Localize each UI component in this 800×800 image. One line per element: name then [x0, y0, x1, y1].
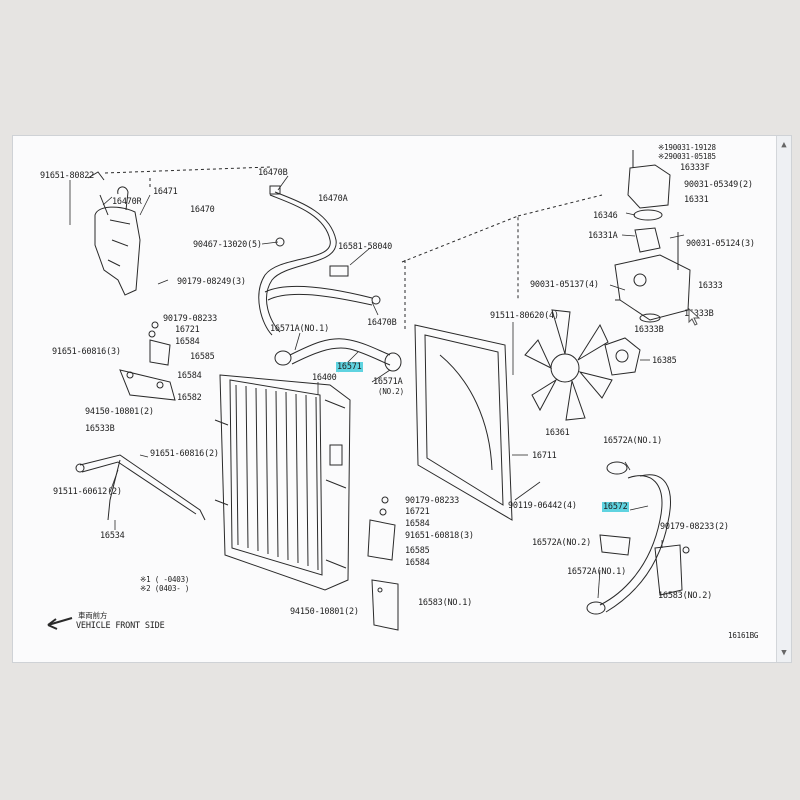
cooling-fan-drawing [524, 309, 613, 421]
scroll-up-icon[interactable]: ▲ [781, 140, 787, 150]
part-label: 16331 [684, 195, 709, 205]
part-label: 16346 [593, 211, 618, 221]
overflow-hose-drawing [258, 185, 381, 336]
part-label: 16584 [177, 371, 202, 381]
water-inlet-drawing [614, 150, 691, 323]
lower-hose-drawing [586, 461, 671, 615]
ref-marker: ※1 [658, 143, 669, 152]
part-label: 16572A(NO.1) [567, 567, 627, 577]
part-label: 91511-80620(4) [490, 311, 559, 321]
part-label: 16470R [112, 197, 142, 207]
part-label: ※190031-19128 [658, 143, 716, 153]
part-label: 90031-05349(2) [684, 180, 753, 190]
part-label-highlighted[interactable]: 16572 [602, 502, 629, 512]
vehicle-front-label: VEHICLE FRONT SIDE [76, 621, 165, 631]
part-label: 91651-60816(2) [150, 449, 219, 459]
part-label: 16400 [312, 373, 337, 383]
part-label: 90179-08249(3) [177, 277, 246, 287]
part-label: 16721 [175, 325, 200, 335]
part-label: 16533B [85, 424, 115, 434]
part-label: 16385 [652, 356, 677, 366]
ref-marker: ※2 [658, 152, 669, 161]
part-label: 16333B [634, 325, 664, 335]
part-label: 90119-06442(4) [508, 501, 577, 511]
part-label: 16711 [532, 451, 557, 461]
part-label: 90031-05124(3) [686, 239, 755, 249]
fan-coupling-drawing [604, 337, 641, 376]
highlight-16572[interactable]: 16572 [602, 502, 629, 512]
part-label: 16585 [405, 546, 430, 556]
part-label: 16583(NO.2) [658, 591, 713, 601]
mouse-cursor-icon [688, 308, 701, 326]
part-label: 16584 [405, 519, 430, 529]
part-label: 91651-80822 [40, 171, 95, 181]
part-label: 16571A(NO.1) [270, 324, 330, 334]
part-label: 16582 [177, 393, 202, 403]
part-label: 16583(NO.1) [418, 598, 473, 608]
part-label: 16581-58040 [338, 242, 393, 252]
part-label: 16584 [405, 558, 430, 568]
part-label: 16333F [680, 163, 710, 173]
part-number: 90031-05185 [668, 152, 716, 161]
part-label: 90467-13020(5) [193, 240, 262, 250]
part-label: 16572A(NO.1) [603, 436, 663, 446]
vertical-scrollbar[interactable]: ▲ ▼ [776, 136, 791, 662]
part-label: 16333B [684, 309, 714, 319]
viewer-window: ▲ ▼ [12, 135, 792, 663]
reservoir-tank-drawing [87, 171, 141, 296]
part-label-highlighted[interactable]: 16571 [336, 362, 363, 372]
dashed-guide-lines [104, 166, 603, 330]
part-label: 16572A(NO.2) [532, 538, 592, 548]
vehicle-front-label-jp: 車両前方 [78, 611, 108, 620]
part-number: 90031-19128 [668, 143, 716, 152]
part-label: 90179-08233(2) [660, 522, 729, 532]
part-label: 16534 [100, 531, 125, 541]
part-label: (NO.2) [378, 387, 404, 396]
part-label: 16361 [545, 428, 570, 438]
part-label: 16470B [258, 168, 288, 178]
part-label: 91651-60818(3) [405, 531, 474, 541]
radiator-drawing [214, 374, 351, 591]
part-label: 16721 [405, 507, 430, 517]
part-label: 94150-10801(2) [85, 407, 154, 417]
part-label: 16571A [373, 377, 403, 387]
part-label: 90031-05137(4) [530, 280, 599, 290]
date-range-note: ※2 (0403- ) [140, 584, 190, 593]
part-label: 16585 [190, 352, 215, 362]
part-label: 16471 [153, 187, 178, 197]
part-label: 16333 [698, 281, 723, 291]
highlight-16571[interactable]: 16571 [336, 362, 363, 372]
part-label: 90179-08233 [405, 496, 460, 506]
scroll-down-icon[interactable]: ▼ [781, 648, 787, 658]
part-label: 16584 [175, 337, 200, 347]
part-label: ※290031-05185 [658, 152, 716, 162]
part-label: 16470A [318, 194, 348, 204]
part-label: 16331A [588, 231, 618, 241]
date-range-note: ※1 ( -0403) [140, 575, 190, 584]
part-label: 90179-08233 [163, 314, 218, 324]
part-label: 16470 [190, 205, 215, 215]
part-label: 91651-60816(3) [52, 347, 121, 357]
left-arrow-icon [47, 617, 73, 630]
part-label: 94150-10801(2) [290, 607, 359, 617]
fan-shroud-drawing [414, 324, 513, 521]
figure-code: 16161BG [728, 631, 759, 640]
part-label: 16470B [367, 318, 397, 328]
upper-hose-drawing [274, 338, 402, 372]
lower-bracket-drawing [367, 496, 690, 631]
part-label: 91511-60612(2) [53, 487, 122, 497]
